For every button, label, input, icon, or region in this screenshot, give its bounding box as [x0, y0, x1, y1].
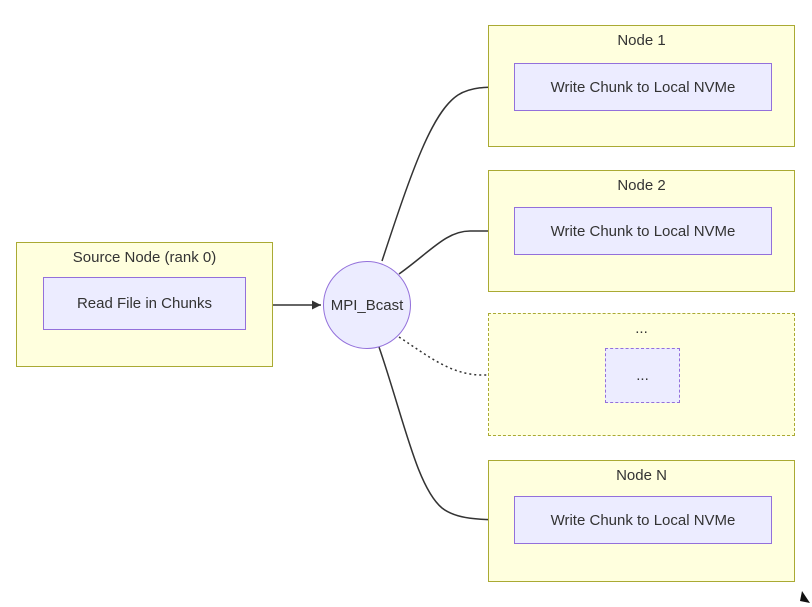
node-ellipsis-label: ...	[636, 367, 649, 384]
node-ellipsis: ...	[605, 348, 680, 403]
node-write-chunk-n-label: Write Chunk to Local NVMe	[550, 511, 736, 529]
node-write-chunk-2: Write Chunk to Local NVMe	[514, 207, 772, 255]
node-write-chunk-1: Write Chunk to Local NVMe	[514, 63, 772, 111]
node-mpi-bcast-label: MPI_Bcast	[330, 296, 404, 314]
node-read-file-in-chunks: Read File in Chunks	[43, 277, 246, 330]
node-write-chunk-2-label: Write Chunk to Local NVMe	[550, 222, 736, 240]
cluster-ellipsis-label: ...	[635, 320, 648, 337]
node-read-file-in-chunks-label: Read File in Chunks	[76, 295, 213, 312]
cluster-source-node-label: Source Node (rank 0)	[72, 249, 217, 266]
cluster-node-1-label: Node 1	[617, 32, 666, 49]
node-write-chunk-1-label: Write Chunk to Local NVMe	[550, 78, 736, 96]
cluster-node-n-label: Node N	[616, 467, 667, 484]
cluster-node-2-label: Node 2	[617, 177, 666, 194]
node-mpi-bcast: MPI_Bcast	[323, 261, 411, 349]
node-write-chunk-n: Write Chunk to Local NVMe	[514, 496, 772, 544]
